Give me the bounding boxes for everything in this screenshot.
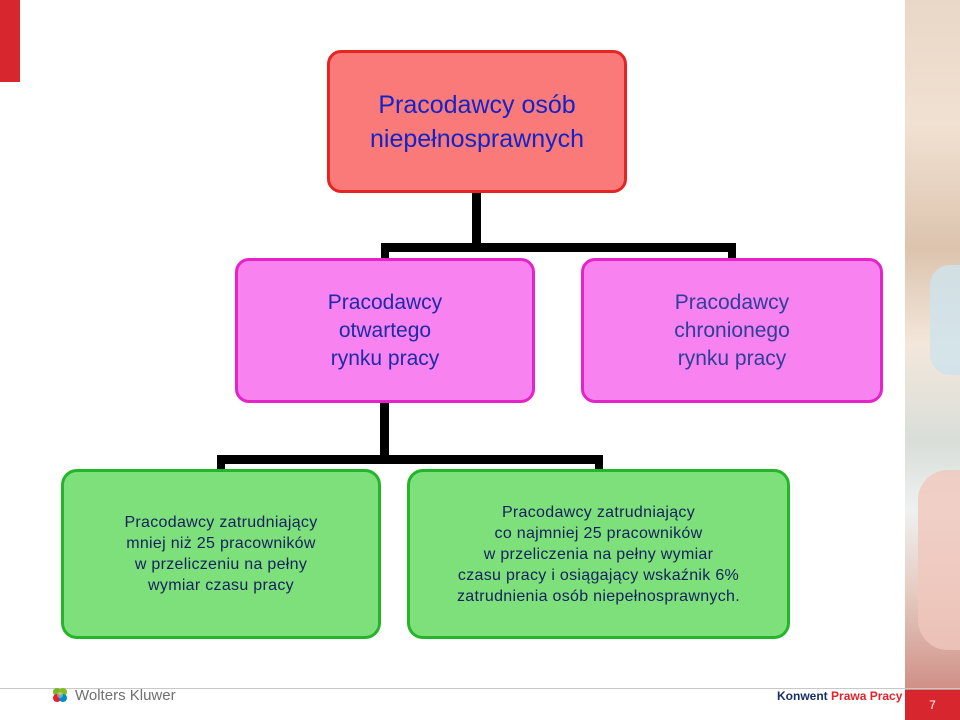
text-line: Pracodawcy [327, 290, 443, 314]
text-line: Pracodawcy zatrudniający [124, 514, 318, 531]
text-line: otwartego [338, 318, 432, 342]
wolters-kluwer-logo-icon [53, 688, 67, 702]
text-line: w przeliczeniu na pełny [134, 556, 308, 573]
connector-middle-horizontal [217, 455, 603, 464]
box-text: Pracodawcy chronionego rynku pracy [674, 289, 790, 373]
text-line: rynku pracy [677, 346, 787, 370]
text-line: zatrudnienia osób niepełnosprawnych. [457, 587, 740, 605]
puzzle-piece-graphic [930, 265, 960, 375]
box-text: Pracodawcy zatrudniający mniej niż 25 pr… [124, 512, 317, 596]
page-number: 7 [905, 690, 960, 720]
connector-top-vertical [472, 193, 481, 245]
text-line: rynku pracy [330, 346, 440, 370]
box-under-25: Pracodawcy zatrudniający mniej niż 25 pr… [61, 469, 381, 639]
text-line: wymiar czasu pracy [148, 577, 294, 594]
box-sheltered-market: Pracodawcy chronionego rynku pracy [581, 258, 883, 403]
box-text: Pracodawcy zatrudniający co najmniej 25 … [457, 502, 740, 607]
brand-part2: Prawa Pracy [831, 689, 903, 703]
text-line: mniej niż 25 pracowników [126, 535, 316, 552]
wolters-kluwer-logo: Wolters Kluwer [50, 685, 176, 705]
connector-top-left-drop [381, 243, 389, 260]
text-line: czasu pracy i osiągający wskaźnik 6% [457, 566, 740, 584]
text-line: niepełnosprawnych [369, 124, 585, 153]
text-line: Pracodawcy zatrudniający [501, 503, 696, 521]
logo-text: Wolters Kluwer [75, 686, 176, 704]
box-open-market: Pracodawcy otwartego rynku pracy [235, 258, 535, 403]
hand-graphic [918, 470, 960, 650]
box-25-plus: Pracodawcy zatrudniający co najmniej 25 … [407, 469, 790, 639]
text-line: Pracodawcy osób [378, 90, 576, 119]
box-text: Pracodawcy otwartego rynku pracy [328, 289, 442, 373]
connector-top-right-drop [728, 243, 736, 260]
box-employers-disabled: Pracodawcy osób niepełnosprawnych [327, 50, 627, 193]
footer-divider [0, 688, 960, 689]
connector-middle-left-drop [217, 455, 225, 471]
connector-top-horizontal [381, 243, 736, 252]
connector-middle-vertical [380, 403, 389, 457]
text-line: w przeliczenia na pełny wymiar [483, 545, 714, 563]
brand-part1: Konwent [777, 689, 828, 703]
text-line: co najmniej 25 pracowników [494, 524, 703, 542]
konwent-brand: Konwent Prawa Pracy [777, 689, 902, 703]
text-line: chronionego [674, 318, 790, 342]
text-line: Pracodawcy [674, 290, 790, 314]
box-text: Pracodawcy osób niepełnosprawnych [370, 88, 584, 156]
connector-middle-right-drop [595, 455, 603, 471]
corner-accent [0, 0, 20, 82]
